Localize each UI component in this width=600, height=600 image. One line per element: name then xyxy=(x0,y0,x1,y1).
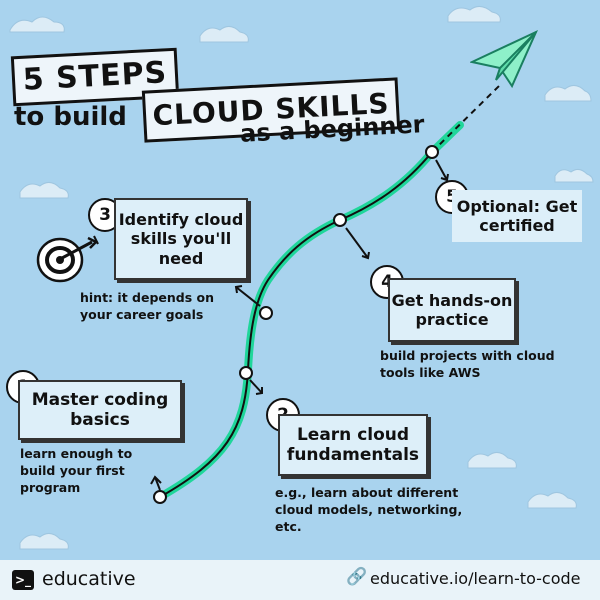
step-4-title: Get hands-on practice xyxy=(391,290,513,329)
title-prefix: to build xyxy=(14,102,127,132)
paper-plane-icon xyxy=(470,29,539,89)
step-4-note: build projects with cloud tools like AWS xyxy=(380,348,555,380)
step-1-card: Master coding basics xyxy=(18,380,182,440)
brand-name: educative xyxy=(42,568,136,590)
footer-link[interactable]: educative.io/learn-to-code xyxy=(370,569,581,588)
step-3-title: Identify cloud skills you'll need xyxy=(118,210,244,268)
target-icon xyxy=(36,235,99,283)
step-3-note: hint: it depends on your career goals xyxy=(80,290,214,322)
step-2-note: e.g., learn about different cloud models… xyxy=(275,485,463,534)
link-icon: 🔗 xyxy=(346,567,368,587)
educative-logo-icon: >_ xyxy=(12,570,34,590)
footer: >_ educative 🔗 educative.io/learn-to-cod… xyxy=(0,560,600,600)
step-1-title: Master coding basics xyxy=(31,389,169,430)
step-2-title: Learn cloud fundamentals xyxy=(286,424,420,465)
step-5-title: Optional: Get certified xyxy=(456,196,578,235)
step-5-card: Optional: Get certified xyxy=(452,190,582,242)
step-1-note: learn enough to build your first program xyxy=(20,446,133,495)
step-2-card: Learn cloud fundamentals xyxy=(278,414,428,476)
step-3-card: Identify cloud skills you'll need xyxy=(114,198,248,280)
step-4-card: Get hands-on practice xyxy=(388,278,516,342)
